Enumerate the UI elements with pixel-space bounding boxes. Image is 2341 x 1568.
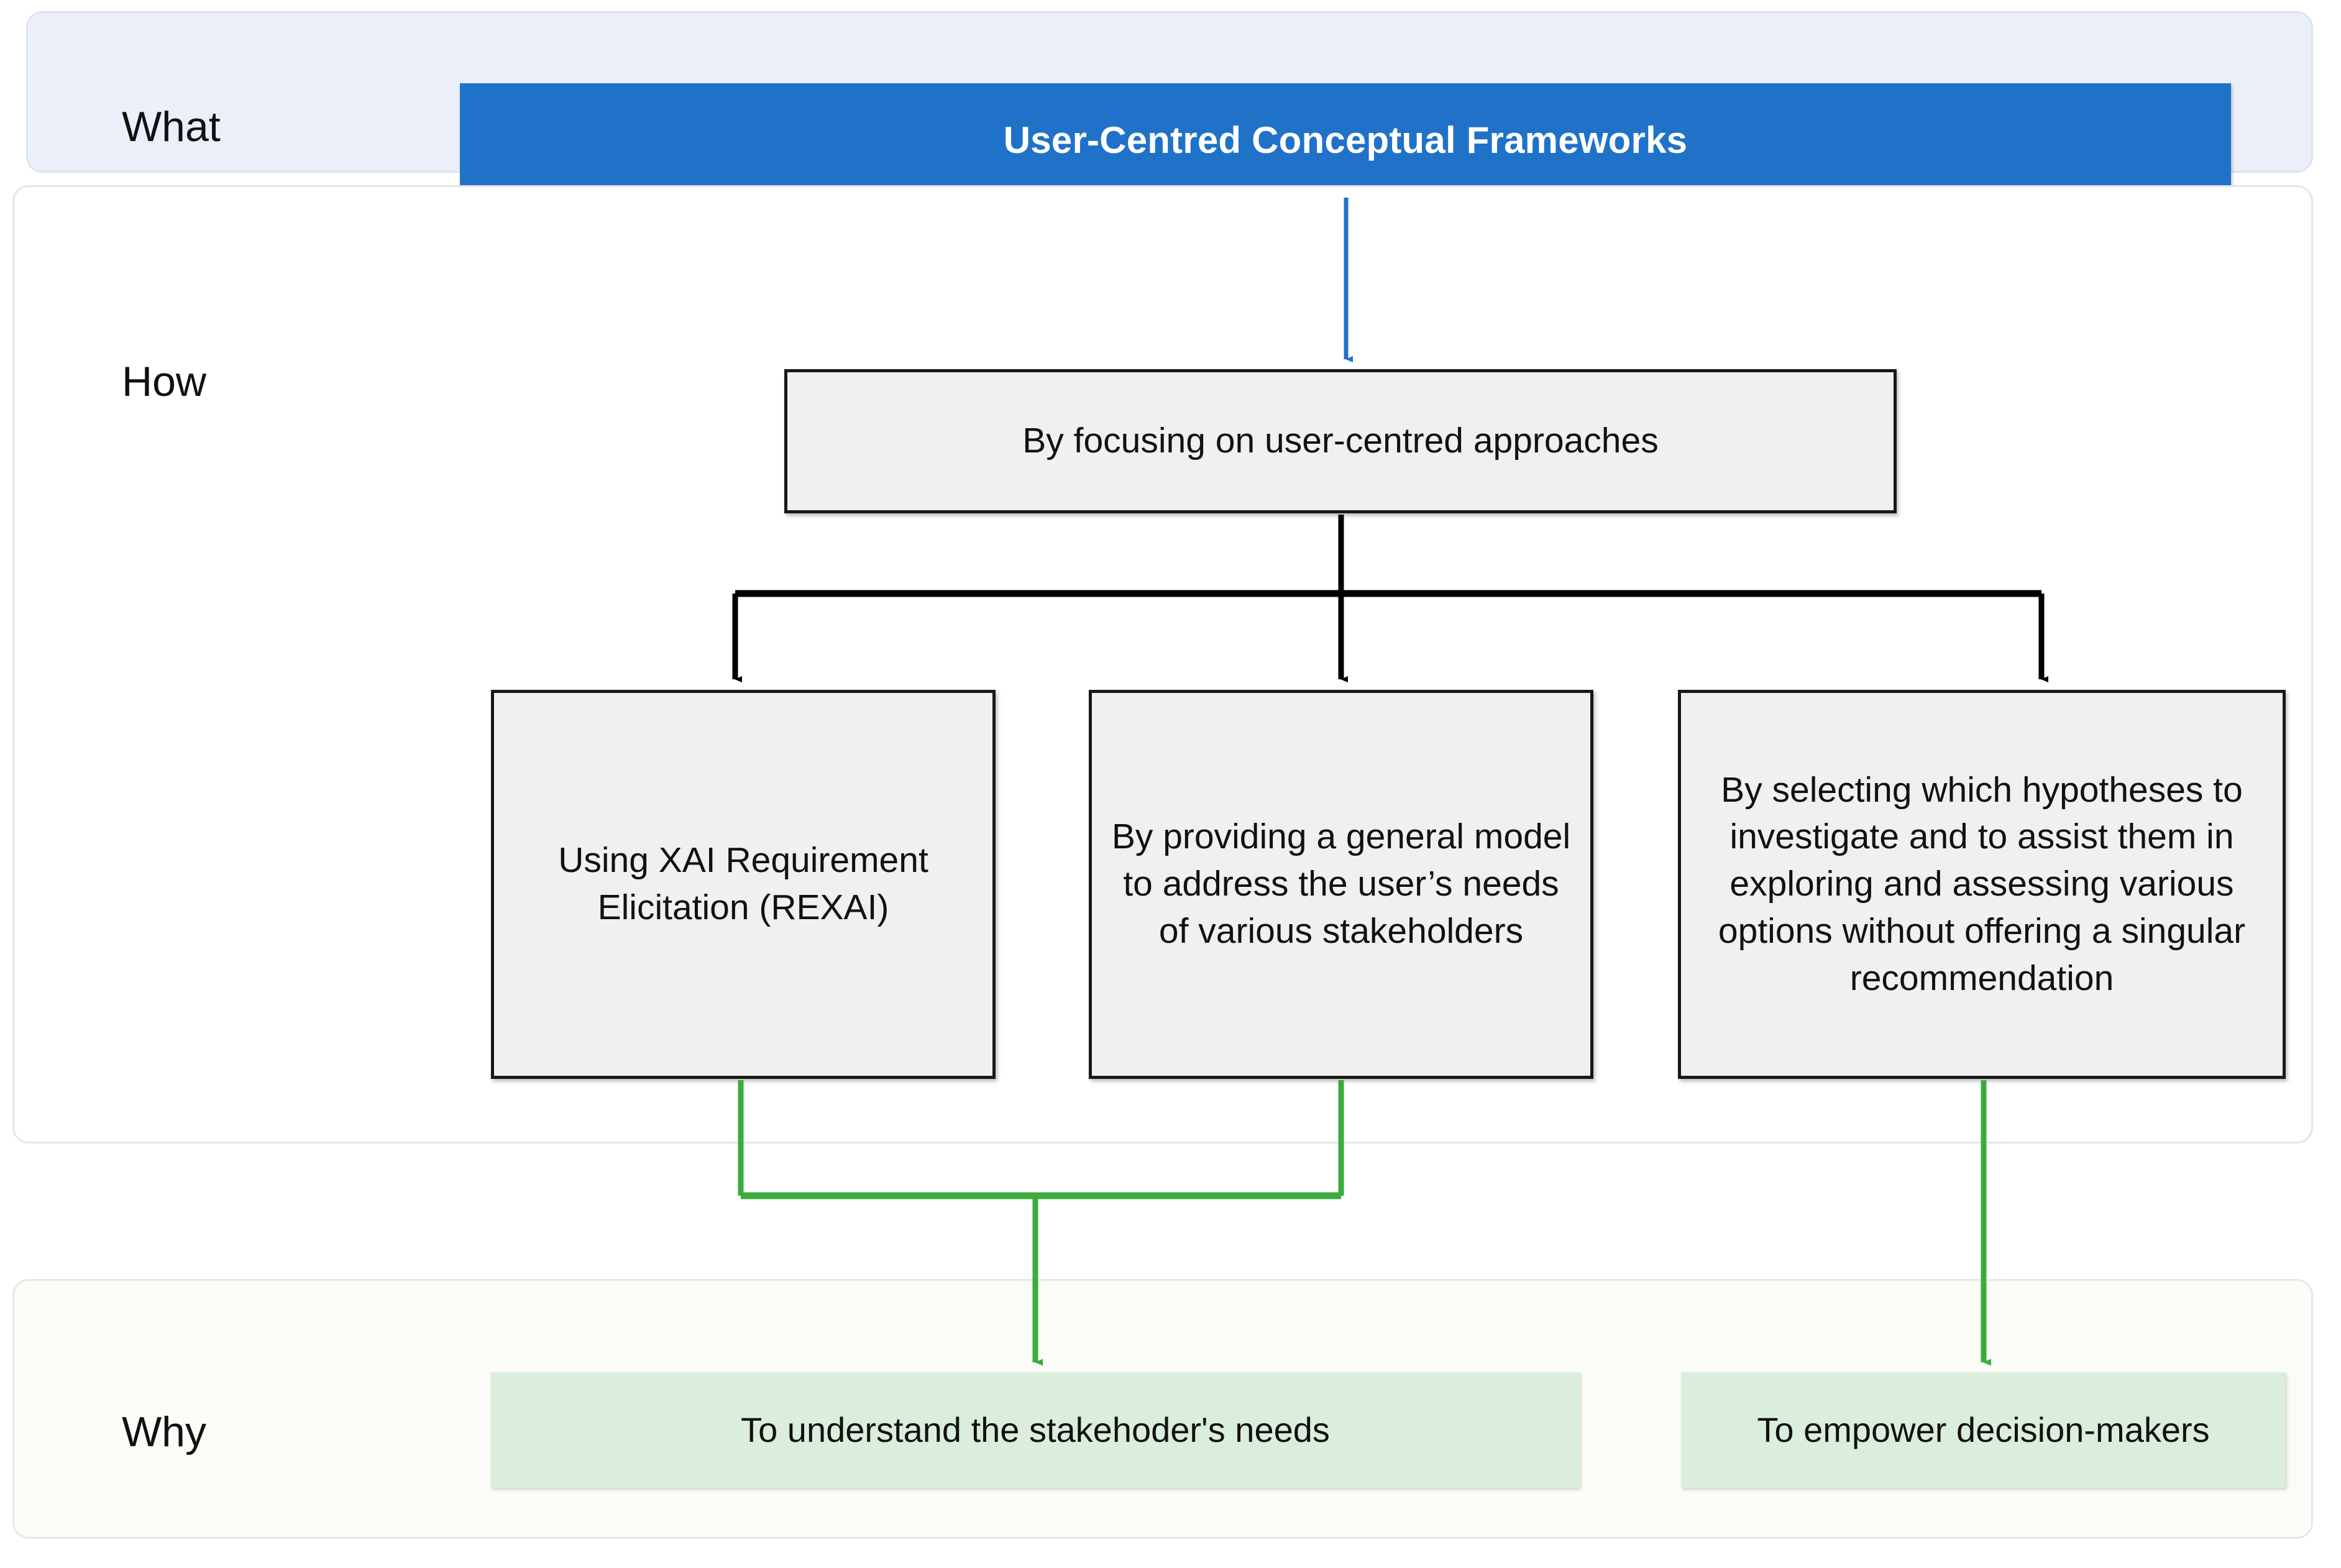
- how-top-node-label: By focusing on user-centred approaches: [1022, 421, 1659, 461]
- what-banner[interactable]: User-Centred Conceptual Frameworks: [460, 83, 2231, 196]
- why-outcome-node-2[interactable]: To empower decision-makers: [1681, 1372, 2286, 1488]
- how-branch-node-3[interactable]: By selecting which hypotheses to investi…: [1678, 690, 2286, 1079]
- what-banner-label: User-Centred Conceptual Frameworks: [1003, 119, 1688, 161]
- why-outcome-node-2-label: To empower decision-makers: [1757, 1410, 2210, 1449]
- how-branch-node-1-label: Using XAI Requirement Elicitation (REXAI…: [558, 840, 928, 927]
- how-branch-node-1[interactable]: Using XAI Requirement Elicitation (REXAI…: [491, 690, 996, 1079]
- why-outcome-node-1[interactable]: To understand the stakehoder's needs: [491, 1372, 1580, 1488]
- how-branch-node-2[interactable]: By providing a general model to address …: [1089, 690, 1593, 1079]
- row-label-how: How: [122, 358, 207, 405]
- how-branch-node-2-label: By providing a general model to address …: [1111, 817, 1571, 951]
- how-top-node[interactable]: By focusing on user-centred approaches: [784, 369, 1897, 513]
- row-label-why: Why: [122, 1408, 206, 1456]
- why-outcome-node-1-label: To understand the stakehoder's needs: [741, 1410, 1330, 1449]
- row-label-what: What: [122, 103, 221, 150]
- how-branch-node-3-label: By selecting which hypotheses to investi…: [1718, 769, 2246, 998]
